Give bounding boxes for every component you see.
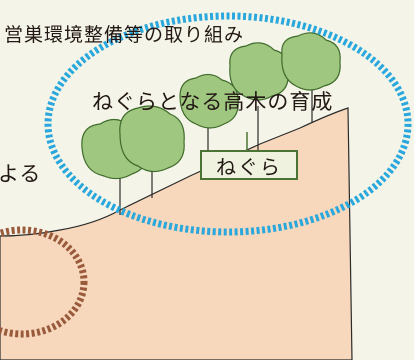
nest-box: ねぐら [200,150,298,180]
blue-dashed-ring [44,12,412,236]
brown-dashed-ring [0,226,88,338]
tree-canopy [119,105,185,173]
nest-label: ねぐら [216,154,282,179]
left-fragment-label: よる [0,162,42,186]
tree-canopy [281,32,341,91]
title-label: 営巣環境整備等の取り組み [4,24,245,46]
tree-canopy [179,73,239,129]
tall-trees-label: ねぐらとなる高木の育成 [92,90,334,114]
